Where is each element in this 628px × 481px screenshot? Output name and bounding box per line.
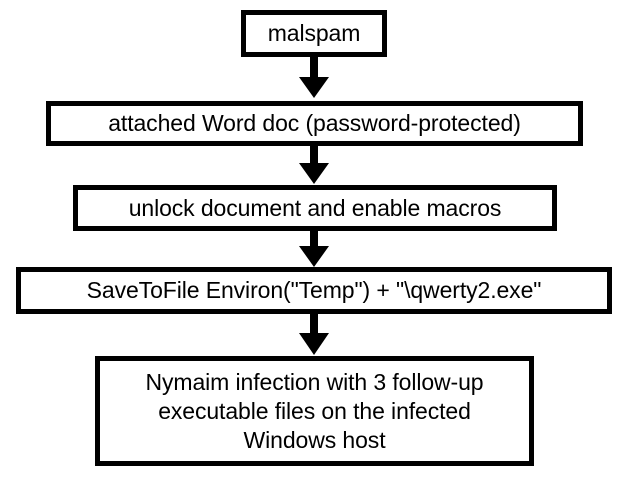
flow-node-label: malspam [267,20,361,46]
down-arrow-icon [299,314,329,355]
down-arrow-icon [299,231,329,267]
flow-node-unlock-document[interactable]: unlock document and enable macros [73,185,557,231]
flow-node-savetofile-command[interactable]: SaveToFile Environ("Temp") + "\qwerty2.e… [16,267,612,314]
flow-node-attached-word-doc[interactable]: attached Word doc (password-protected) [46,101,583,146]
flow-node-malspam[interactable]: malspam [241,10,387,57]
flow-node-label: attached Word doc (password-protected) [108,110,521,136]
flow-node-label: Nymaim infection with 3 follow-up execut… [145,368,484,453]
flow-node-nymaim-infection[interactable]: Nymaim infection with 3 follow-up execut… [95,356,534,466]
down-arrow-icon [299,57,329,98]
flow-node-label: SaveToFile Environ("Temp") + "\qwerty2.e… [86,277,542,303]
flow-node-label: unlock document and enable macros [128,194,502,221]
down-arrow-icon [299,146,329,184]
